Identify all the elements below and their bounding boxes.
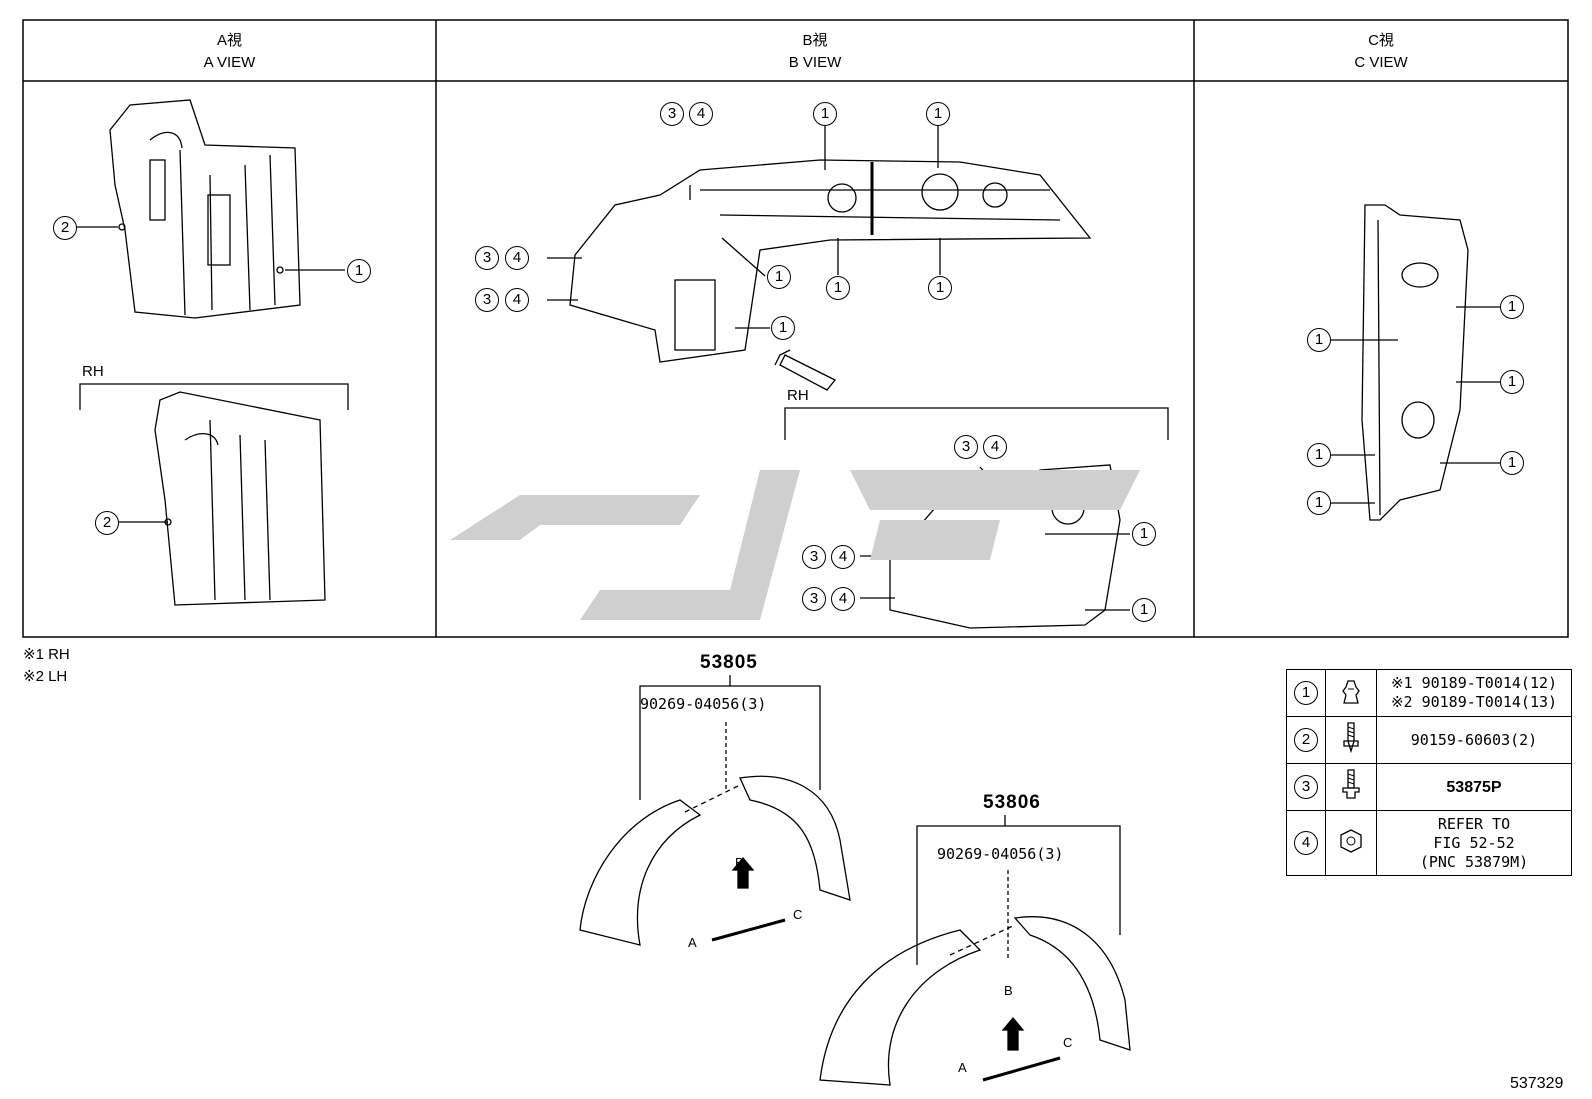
a-view-title-jp: A視 bbox=[216, 32, 242, 49]
c-view-title-en: C VIEW bbox=[1354, 54, 1408, 71]
callout-1: 1 bbox=[1500, 451, 1524, 475]
legend-row: 1 ※1 90189-T0014(12) ※2 90189-T0014(13) bbox=[1286, 669, 1572, 717]
legend-row: 2 90159-60603(2) bbox=[1286, 716, 1572, 764]
callout-1: 1 bbox=[1132, 522, 1156, 546]
callout-4: 4 bbox=[505, 246, 529, 270]
assembly-53806-lines bbox=[819, 815, 1131, 1086]
callout-4: 4 bbox=[505, 288, 529, 312]
watermark-logo bbox=[450, 470, 1140, 620]
bolt-icon bbox=[1342, 768, 1360, 799]
callout-1: 1 bbox=[1500, 295, 1524, 319]
callout-2: 2 bbox=[53, 216, 77, 240]
callout-4: 4 bbox=[689, 102, 713, 126]
arrow-a-label: A bbox=[688, 935, 697, 950]
legend-part-number: ※2 90189-T0014(13) bbox=[1390, 693, 1558, 711]
callout-3: 3 bbox=[475, 288, 499, 312]
nut-icon bbox=[1340, 828, 1362, 853]
a-view-header: A視 A VIEW bbox=[23, 30, 436, 74]
part-number-label: 90269-04056(3) bbox=[937, 845, 1064, 863]
callout-1: 1 bbox=[767, 265, 791, 289]
arrow-c-label: C bbox=[1063, 1035, 1073, 1050]
a-view-liner-rh bbox=[79, 383, 349, 606]
fastener-legend-table: 1 ※1 90189-T0014(12) ※2 90189-T0014(13) … bbox=[1286, 669, 1572, 876]
arrow-b-label: B bbox=[1004, 983, 1013, 998]
b-view-liner-lh bbox=[547, 123, 1092, 391]
a-view-liner-lh bbox=[58, 99, 345, 319]
callout-1: 1 bbox=[1307, 491, 1331, 515]
c-view-header: C視 C VIEW bbox=[1194, 30, 1568, 74]
clip-icon bbox=[1342, 679, 1360, 704]
callout-2: 2 bbox=[95, 511, 119, 535]
callout-1: 1 bbox=[826, 276, 850, 300]
callout-1: 1 bbox=[1500, 370, 1524, 394]
callout-1: 1 bbox=[771, 316, 795, 340]
callout-1: 1 bbox=[347, 259, 371, 283]
pnc-53806-label: 53806 bbox=[983, 792, 1041, 813]
callout-4: 4 bbox=[831, 587, 855, 611]
arrow-c-label: C bbox=[793, 907, 803, 922]
callout-1: 1 bbox=[813, 102, 837, 126]
a-view-title-en: A VIEW bbox=[203, 54, 256, 71]
arrow-b-label: B bbox=[735, 855, 744, 870]
b-view-rh-label: RH bbox=[787, 387, 809, 404]
legend-note: (PNC 53879M) bbox=[1419, 852, 1529, 871]
legend-row: 3 53875P bbox=[1286, 763, 1572, 811]
callout-1: 1 bbox=[1307, 328, 1331, 352]
legend-number: 1 bbox=[1294, 681, 1318, 705]
a-view-rh-label: RH bbox=[82, 363, 104, 380]
legend-part-number: 53875P bbox=[1446, 778, 1502, 796]
callout-3: 3 bbox=[802, 587, 826, 611]
legend-note: REFER TO bbox=[1437, 814, 1511, 833]
legend-number: 2 bbox=[1294, 728, 1318, 752]
figure-number: 537329 bbox=[1510, 1075, 1564, 1092]
arrow-a-label: A bbox=[958, 1060, 967, 1075]
b-view-title-jp: B視 bbox=[802, 32, 828, 49]
callout-1: 1 bbox=[1307, 443, 1331, 467]
callout-3: 3 bbox=[475, 246, 499, 270]
callout-1: 1 bbox=[1132, 598, 1156, 622]
callout-1: 1 bbox=[928, 276, 952, 300]
part-number-label: 90269-04056(3) bbox=[640, 695, 767, 713]
callout-3: 3 bbox=[802, 545, 826, 569]
callout-4: 4 bbox=[983, 435, 1007, 459]
footnote-lh: ※2 LH bbox=[23, 668, 68, 685]
callout-3: 3 bbox=[954, 435, 978, 459]
callout-1: 1 bbox=[926, 102, 950, 126]
c-view-title-jp: C視 bbox=[1368, 32, 1394, 49]
footnote-rh: ※1 RH bbox=[23, 646, 70, 663]
c-view-liner bbox=[1330, 204, 1500, 521]
legend-part-number: ※1 90189-T0014(12) bbox=[1390, 674, 1558, 692]
legend-number: 3 bbox=[1294, 775, 1318, 799]
b-view-header: B視 B VIEW bbox=[436, 30, 1194, 74]
b-view-title-en: B VIEW bbox=[788, 54, 842, 71]
callout-4: 4 bbox=[831, 545, 855, 569]
assembly-53805-lines bbox=[579, 675, 851, 946]
legend-number: 4 bbox=[1294, 831, 1318, 855]
legend-part-number: 90159-60603(2) bbox=[1410, 730, 1538, 749]
view-frame bbox=[22, 19, 1569, 638]
legend-row: 4 REFER TO FIG 52-52 (PNC 53879M) bbox=[1286, 810, 1572, 876]
legend-note: FIG 52-52 bbox=[1433, 833, 1515, 852]
callout-3: 3 bbox=[660, 102, 684, 126]
pnc-53805-label: 53805 bbox=[700, 652, 758, 673]
screw-icon bbox=[1343, 721, 1359, 753]
